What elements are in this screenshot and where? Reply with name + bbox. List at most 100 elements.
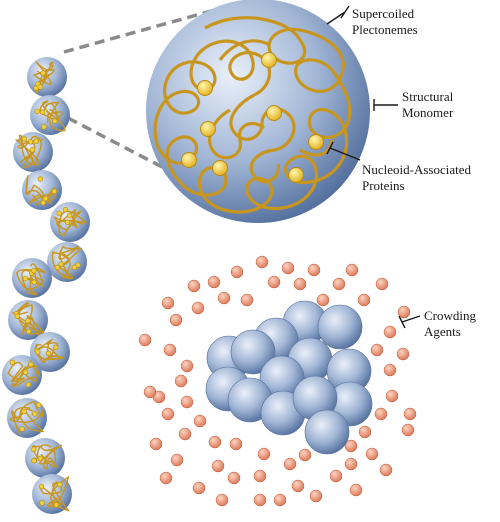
small-protein-bead [58,261,64,267]
crowded-monomer-sphere [317,304,363,350]
crowding-agent-icon [255,255,269,269]
crowding-agent-icon [344,439,358,453]
crowding-agent-icon [208,435,222,449]
small-protein-bead [56,210,62,216]
crowding-agent-icon [298,448,312,462]
small-protein-bead [26,328,32,335]
crowding-agent-icon [253,493,267,507]
small-protein-bead [21,136,27,142]
crowding-agent-icon [169,313,183,327]
crowding-agent-icon [291,479,305,493]
small-monomer [2,355,42,395]
small-protein-bead [34,108,40,115]
crowding-label-line1: Crowding [424,308,477,323]
protein-bead-icon [266,105,282,121]
small-protein-bead [9,359,16,365]
small-protein-bead [31,411,38,417]
crowding-agent-icon [370,343,384,357]
crowding-agent-icon [191,301,205,315]
supercoiled-label-line2: Plectonemes [352,22,418,37]
crowding-agents [138,255,417,507]
small-dna-strand [7,359,40,388]
nucleoid-pointer [326,141,361,161]
small-protein-bead [37,176,44,182]
crowding-agent-icon [187,279,201,293]
small-monomer [30,95,70,135]
crowding-agent-icon [375,277,389,291]
small-dna-strand [14,134,43,169]
small-protein-bead [21,408,27,415]
dna-strand-icon [153,16,352,214]
small-dna-strand [12,302,46,338]
crowding-agent-icon [143,385,157,399]
crowding-agent-icon [159,471,173,485]
crowding-agent-icon [316,293,330,307]
small-protein-bead [22,369,29,375]
small-protein-bead [31,279,37,285]
supercoiled-pointer [326,5,350,25]
crowding-agent-icon [170,453,184,467]
crowding-agent-icon [332,277,346,291]
crowding-agent-icon [309,489,323,503]
small-dna-strand [39,100,66,132]
crowding-agent-icon [349,483,363,497]
crowding-agent-icon [253,469,267,483]
crowding-agent-icon [357,293,371,307]
small-protein-bead [31,458,37,464]
crowding-agent-icon [230,265,244,279]
zoom-callout-bottom-line [67,116,169,172]
chromosome-chain [2,57,90,514]
crowding-agent-icon [149,437,163,451]
crowding-agent-icon [217,291,231,305]
small-protein-bead [19,426,25,432]
small-dna-strand [25,175,57,206]
small-monomer [30,332,70,372]
protein-bead-icon [197,80,213,96]
crowding-agent-icon [273,493,287,507]
crowding-agent-icon [163,343,177,357]
crowding-agent-icon [257,447,271,461]
small-protein-bead [64,219,71,226]
crowding-agent-icon [383,325,397,339]
crowding-agent-icon [379,463,393,477]
protein-bead-icon [261,52,277,68]
zoom-callout-top-line [63,6,223,54]
small-monomer [25,438,65,478]
crowding-agent-icon [396,347,410,361]
crowding-agent-icon [344,457,358,471]
small-protein-bead [40,200,46,206]
protein-bead-icon [181,152,197,168]
small-protein-bead [39,500,45,506]
small-protein-bead [38,483,45,490]
crowding-agent-icon [138,333,152,347]
small-protein-bead [29,147,36,153]
protein-bead-icon [288,167,304,183]
crowding-agent-icon [385,389,399,403]
small-protein-bead [57,481,63,488]
crowding-agent-icon [227,471,241,485]
crowding-agent-icon [345,263,359,277]
crowding-agent-icon [193,414,207,428]
small-protein-bead [33,138,39,144]
small-protein-bead [62,207,69,213]
crowding-agent-icon [215,493,229,507]
small-protein-bead [37,455,44,461]
small-dna-strand [9,400,45,436]
crowding-agent-icon [180,359,194,373]
crowding-agent-icon [211,459,225,473]
crowding-agent-icon [283,457,297,471]
small-monomer [50,202,90,242]
small-monomer [27,57,67,97]
small-protein-bead [66,212,73,219]
crowding-agent-icon [178,427,192,441]
small-protein-bead [39,109,46,115]
crowding-agent-icon [403,407,417,421]
crowded-monomer-sphere [230,329,276,375]
crowding-pointer [398,315,421,329]
crowding-agent-icon [383,363,397,377]
small-monomer [7,398,47,438]
small-dna-strand [39,475,70,512]
small-protein-bead [53,502,59,508]
crowding-agent-icon [358,425,372,439]
